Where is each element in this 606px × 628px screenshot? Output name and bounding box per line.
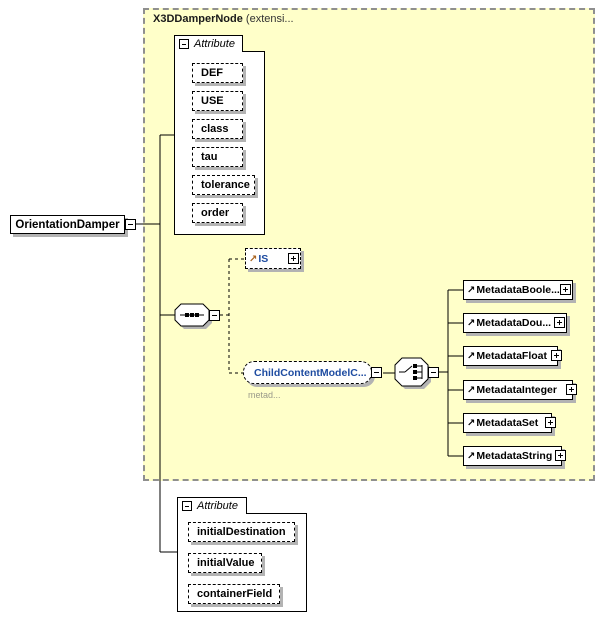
ref-arrow-icon: ↗ — [249, 254, 258, 265]
minus-icon[interactable] — [182, 501, 192, 511]
ref-arrow-icon: ↗ — [467, 351, 476, 362]
element-orientationdamper-label: OrientationDamper — [15, 218, 120, 231]
metadatadouble-expand-button[interactable] — [554, 317, 565, 328]
attribute-tau[interactable]: tau — [192, 147, 243, 167]
element-ref-is-label: IS — [258, 252, 269, 265]
element-ref-metadatastring-label: MetadataString — [476, 450, 553, 462]
attribute-def[interactable]: DEF — [192, 63, 243, 83]
element-ref-metadatafloat-label: MetadataFloat — [476, 350, 547, 362]
attribute-initialdestination-label: initialDestination — [197, 526, 286, 538]
element-ref-metadatainteger[interactable]: ↗ MetadataInteger — [463, 380, 577, 400]
attribute-order[interactable]: order — [192, 203, 243, 223]
attribute-containerfield[interactable]: containerField — [188, 584, 280, 604]
attribute-containerfield-label: containerField — [197, 588, 273, 600]
attribute-order-label: order — [201, 207, 230, 219]
element-orientationdamper[interactable]: OrientationDamper — [10, 215, 125, 234]
attribute-group-bottom-label: Attribute — [197, 500, 238, 512]
metadatastring-expand-button[interactable] — [555, 450, 566, 461]
orientationdamper-collapse-button[interactable] — [125, 219, 136, 230]
element-ref-metadatadouble[interactable]: ↗ MetadataDou... — [463, 313, 567, 333]
container-title-suffix: (extensi... — [242, 13, 294, 25]
attribute-initialvalue-label: initialValue — [197, 557, 255, 569]
element-ref-metadatastring[interactable]: ↗ MetadataString — [463, 446, 566, 466]
ref-arrow-icon: ↗ — [467, 451, 476, 462]
metadatainteger-expand-button[interactable] — [566, 384, 577, 395]
attribute-use-label: USE — [201, 95, 224, 107]
attribute-class[interactable]: class — [192, 119, 243, 139]
element-ref-metadatafloat[interactable]: ↗ MetadataFloat — [463, 346, 562, 366]
element-ref-metadatainteger-label: MetadataInteger — [476, 384, 557, 396]
element-ref-metadataboolean[interactable]: ↗ MetadataBoole... — [463, 280, 573, 300]
attribute-initialvalue[interactable]: initialValue — [188, 553, 262, 573]
attribute-tau-label: tau — [201, 151, 218, 163]
container-title-name: X3DDamperNode — [153, 13, 243, 25]
ref-arrow-icon: ↗ — [467, 318, 476, 329]
attribute-use[interactable]: USE — [192, 91, 243, 111]
attribute-class-label: class — [201, 123, 229, 135]
attribute-tolerance[interactable]: tolerance — [192, 175, 255, 195]
element-ref-metadataboolean-label: MetadataBoole... — [476, 284, 560, 296]
attribute-group-top-tab[interactable]: Attribute — [174, 35, 243, 52]
ref-arrow-icon: ↗ — [467, 285, 476, 296]
attribute-tolerance-label: tolerance — [201, 179, 250, 191]
sequence-collapse-button[interactable] — [209, 310, 220, 321]
choice-collapse-button[interactable] — [428, 367, 439, 378]
metadatafloat-expand-button[interactable] — [551, 350, 562, 361]
element-ref-metadatadouble-label: MetadataDou... — [476, 317, 552, 329]
group-ref-childcontentmodel-label: ChildContentModelC... — [254, 366, 367, 379]
annotation-metad: metad... — [248, 390, 281, 400]
element-ref-metadataset[interactable]: ↗ MetadataSet — [463, 413, 556, 433]
minus-icon[interactable] — [179, 39, 189, 49]
element-ref-metadataset-label: MetadataSet — [476, 417, 539, 429]
metadataboolean-expand-button[interactable] — [560, 284, 571, 295]
element-ref-is[interactable]: ↗ IS — [245, 248, 301, 269]
attribute-group-top-label: Attribute — [194, 38, 235, 50]
metadataset-expand-button[interactable] — [545, 417, 556, 428]
ref-arrow-icon: ↗ — [467, 385, 476, 396]
group-ref-childcontentmodel[interactable]: ChildContentModelC... — [243, 361, 372, 384]
attribute-initialdestination[interactable]: initialDestination — [188, 522, 295, 542]
attribute-group-bottom-tab[interactable]: Attribute — [177, 497, 247, 514]
is-expand-button[interactable] — [288, 253, 299, 264]
childcontentmodel-collapse-button[interactable] — [371, 367, 382, 378]
attribute-def-label: DEF — [201, 67, 223, 79]
container-title: X3DDamperNode (extensi... — [153, 13, 294, 25]
ref-arrow-icon: ↗ — [467, 418, 476, 429]
